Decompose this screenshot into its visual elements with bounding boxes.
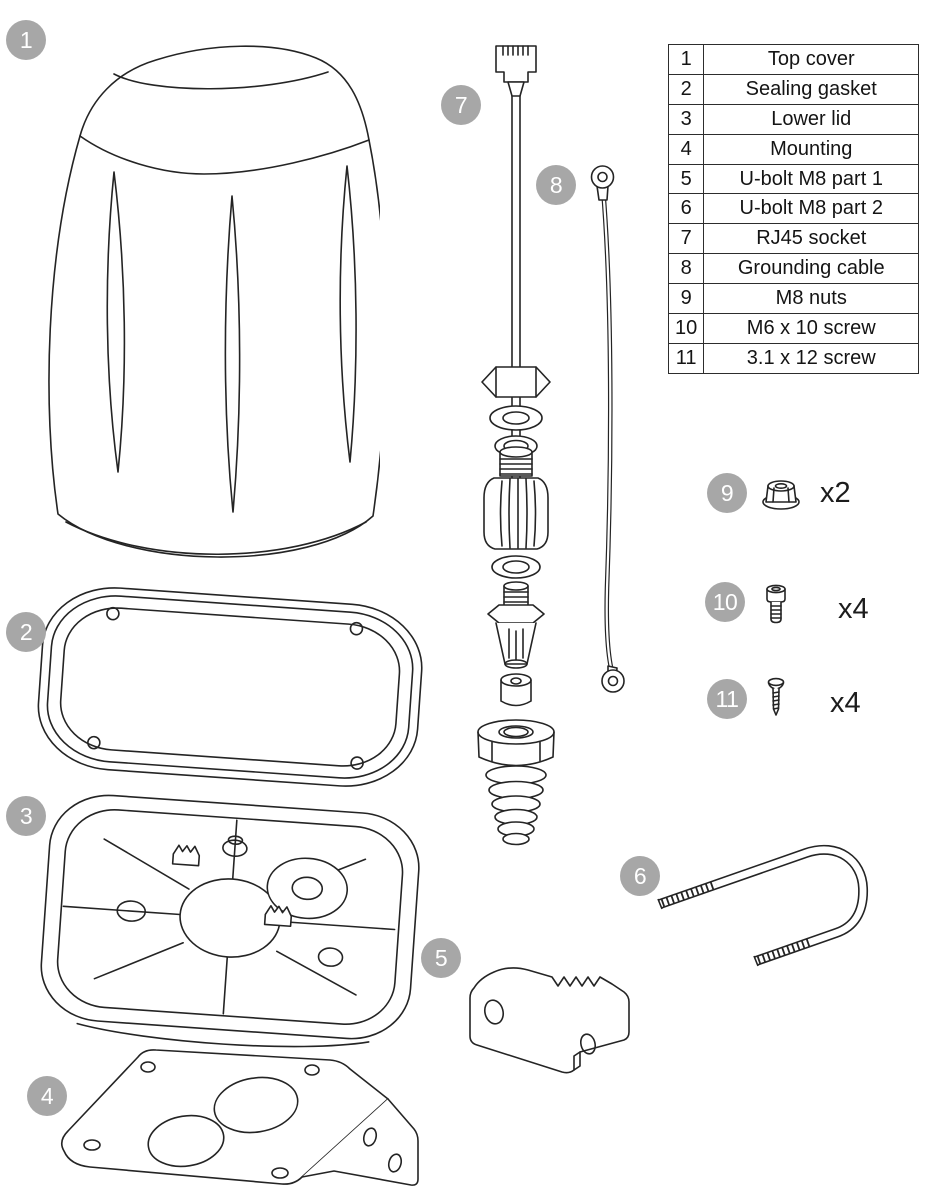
parts-table-row: 8 Grounding cable	[667, 253, 920, 285]
part-number-cell: 5	[667, 163, 705, 195]
part-badge-4: 4	[27, 1076, 67, 1116]
part-badge-5: 5	[421, 938, 461, 978]
tapping-screw-icon	[767, 677, 785, 716]
part-name-cell: Sealing gasket	[703, 73, 920, 105]
part-badge-9: 9	[707, 473, 747, 513]
part-number-cell: 10	[667, 313, 705, 344]
part-number-cell: 7	[667, 223, 705, 255]
part-number-cell: 1	[667, 44, 705, 75]
part-name-cell: RJ45 socket	[703, 223, 920, 255]
parts-table-row: 3 Lower lid	[667, 103, 920, 135]
grounding-cable-drawing	[590, 165, 625, 693]
part-number-cell: 6	[667, 193, 705, 225]
part-badge-1: 1	[6, 20, 46, 60]
part-name-cell: Lower lid	[703, 103, 920, 135]
lower-lid-drawing	[40, 794, 420, 1048]
sealing-gasket-drawing	[37, 587, 423, 787]
part-name-cell: U-bolt M8 part 2	[703, 193, 920, 225]
part-badge-7: 7	[441, 85, 481, 125]
part-name-cell: U-bolt M8 part 1	[703, 163, 920, 195]
parts-table-row: 10 M6 x 10 screw	[667, 313, 920, 344]
part-name-cell: Mounting	[703, 133, 920, 165]
top-cover-drawing	[48, 45, 380, 558]
m6-screw-icon	[766, 584, 786, 624]
part-badge-11: 11	[707, 679, 747, 719]
part-name-cell: Grounding cable	[703, 253, 920, 285]
rj45-cable-drawing	[477, 45, 555, 846]
part-number-cell: 4	[667, 133, 705, 165]
part-badge-3: 3	[6, 796, 46, 836]
part-name-cell: M6 x 10 screw	[703, 313, 920, 344]
m8-nut-icon	[762, 480, 800, 510]
parts-table-row: 1 Top cover	[667, 44, 920, 75]
part-number-cell: 9	[667, 283, 705, 315]
parts-table-row: 9 M8 nuts	[667, 283, 920, 315]
part-number-cell: 8	[667, 253, 705, 285]
part-badge-8: 8	[536, 165, 576, 205]
parts-table-row: 6 U-bolt M8 part 2	[667, 193, 920, 225]
quantity-label-10: x4	[838, 593, 869, 625]
part-name-cell: M8 nuts	[703, 283, 920, 315]
part-number-cell: 3	[667, 103, 705, 135]
mounting-drawing	[60, 1049, 419, 1186]
parts-table-row: 2 Sealing gasket	[667, 73, 920, 105]
part-number-cell: 2	[667, 73, 705, 105]
u-bolt-drawing	[657, 844, 869, 967]
part-badge-2: 2	[6, 612, 46, 652]
part-badge-10: 10	[705, 582, 745, 622]
u-bolt-bracket-drawing	[469, 967, 630, 1074]
quantity-label-11: x4	[830, 687, 861, 719]
parts-list-table: 1 Top cover 2 Sealing gasket 3 Lower lid…	[667, 44, 920, 374]
part-badge-6: 6	[620, 856, 660, 896]
parts-table-row: 5 U-bolt M8 part 1	[667, 163, 920, 195]
part-name-cell: Top cover	[703, 44, 920, 75]
parts-table-row: 4 Mounting	[667, 133, 920, 165]
parts-table-row: 7 RJ45 socket	[667, 223, 920, 255]
part-number-cell: 11	[667, 342, 705, 374]
parts-table-row: 11 3.1 x 12 screw	[667, 342, 920, 374]
part-name-cell: 3.1 x 12 screw	[703, 342, 920, 374]
quantity-label-9: x2	[820, 477, 851, 509]
